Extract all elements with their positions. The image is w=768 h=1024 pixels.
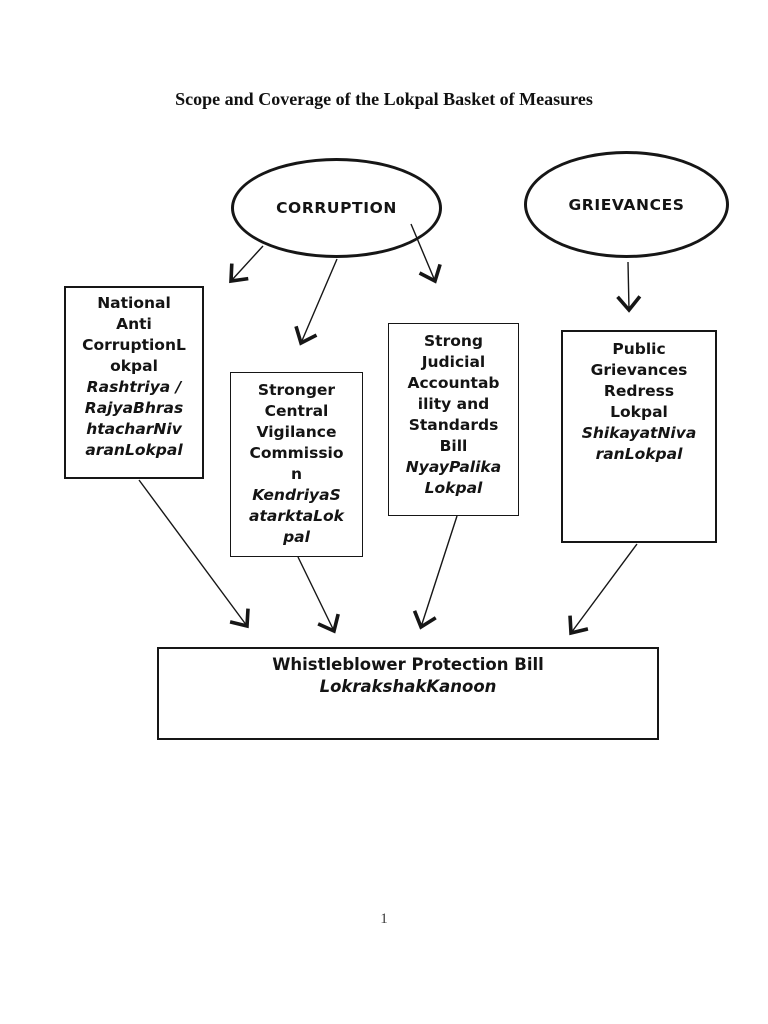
arrow-public-grievances-to-whistleblower bbox=[568, 543, 638, 636]
arrow-grievances-to-public-grievances bbox=[616, 261, 642, 313]
node-whistleblower-protection-bill: Whistleblower Protection Bill Lokrakshak… bbox=[157, 647, 659, 740]
grievances-label: GRIEVANCES bbox=[568, 195, 685, 214]
node-grievances: GRIEVANCES bbox=[524, 151, 729, 258]
page-title: Scope and Coverage of the Lokpal Basket … bbox=[175, 89, 593, 109]
page-number: 1 bbox=[380, 911, 388, 927]
judicial-hindi: NyayPalika Lokpal bbox=[405, 458, 502, 497]
cvc-hindi: KendriyaS atarktaLok pal bbox=[249, 486, 344, 546]
node-public-grievances-redress: Public Grievances Redress Lokpal Shikaya… bbox=[561, 330, 717, 543]
public-grievances-hindi: ShikayatNiva ranLokpal bbox=[581, 424, 697, 463]
whistleblower-hindi: LokrakshakKanoon bbox=[319, 677, 497, 696]
corruption-label: CORRUPTION bbox=[276, 199, 397, 217]
national-lokpal-hindi: Rashtriya / RajyaBhras htacharNiv aranLo… bbox=[84, 378, 184, 459]
node-judicial-accountability-bill: Strong Judicial Accountab ility and Stan… bbox=[388, 323, 519, 516]
arrow-corruption-to-cvc bbox=[294, 258, 338, 346]
node-national-anti-corruption-lokpal: National Anti CorruptionL okpal Rashtriy… bbox=[64, 286, 204, 479]
arrow-corruption-to-national-lokpal bbox=[229, 245, 264, 284]
public-grievances-name: Public Grievances Redress Lokpal bbox=[590, 340, 688, 421]
arrow-judicial-to-whistleblower bbox=[412, 515, 458, 630]
whistleblower-name: Whistleblower Protection Bill bbox=[272, 655, 544, 674]
national-lokpal-name: National Anti CorruptionL okpal bbox=[82, 294, 186, 375]
node-central-vigilance-commission: Stronger Central Vigilance Commissio n K… bbox=[230, 372, 363, 557]
judicial-name: Strong Judicial Accountab ility and Stan… bbox=[407, 332, 500, 455]
arrow-cvc-to-whistleblower bbox=[297, 556, 340, 634]
cvc-name: Stronger Central Vigilance Commissio n bbox=[249, 381, 344, 483]
node-corruption: CORRUPTION bbox=[231, 158, 442, 258]
